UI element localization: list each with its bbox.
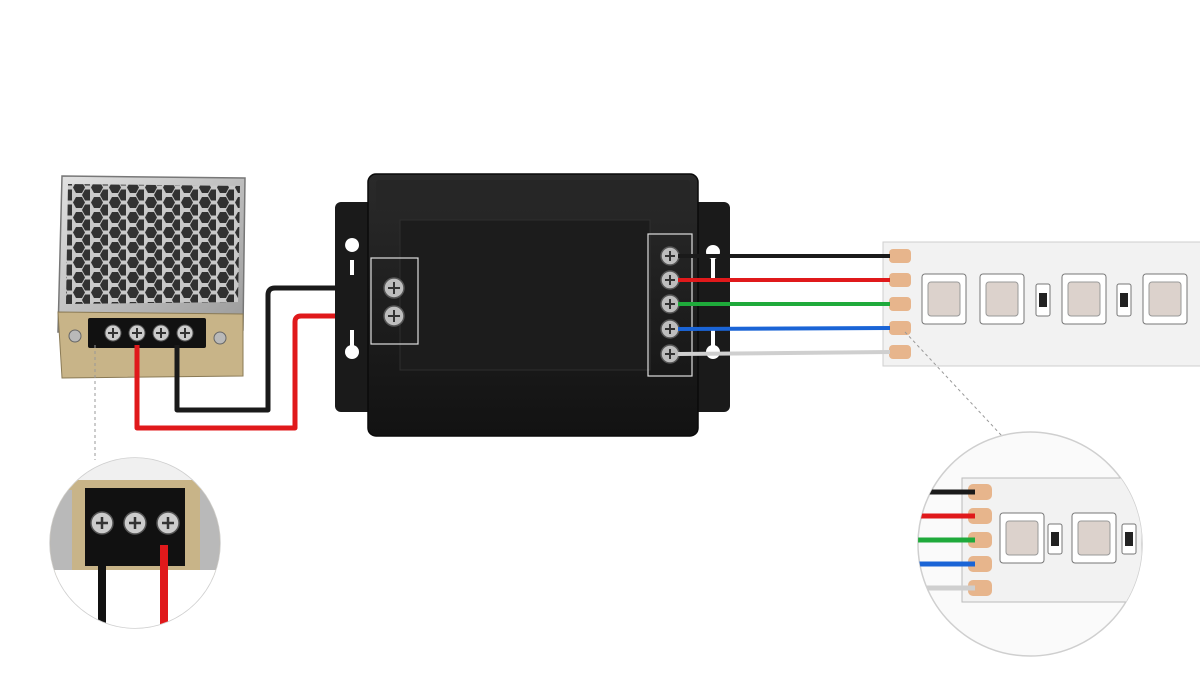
input-terminal — [370, 257, 419, 345]
negative-wire — [174, 285, 388, 413]
output-wires — [677, 254, 891, 356]
led-chip — [1142, 273, 1188, 325]
led-chip — [979, 273, 1025, 325]
led-chip — [921, 273, 967, 325]
output-wire-blue — [677, 326, 891, 331]
led-chip — [1061, 273, 1107, 325]
rgb-controller — [335, 173, 730, 437]
positive-wire — [134, 313, 388, 431]
power-terminal-zoom — [49, 457, 221, 629]
power-supply — [57, 175, 246, 379]
strip-pads-zoom — [917, 431, 1143, 657]
psu-terminal-block — [88, 318, 206, 348]
rgb-led-strip — [882, 241, 1200, 367]
output-wire-white — [677, 350, 891, 356]
